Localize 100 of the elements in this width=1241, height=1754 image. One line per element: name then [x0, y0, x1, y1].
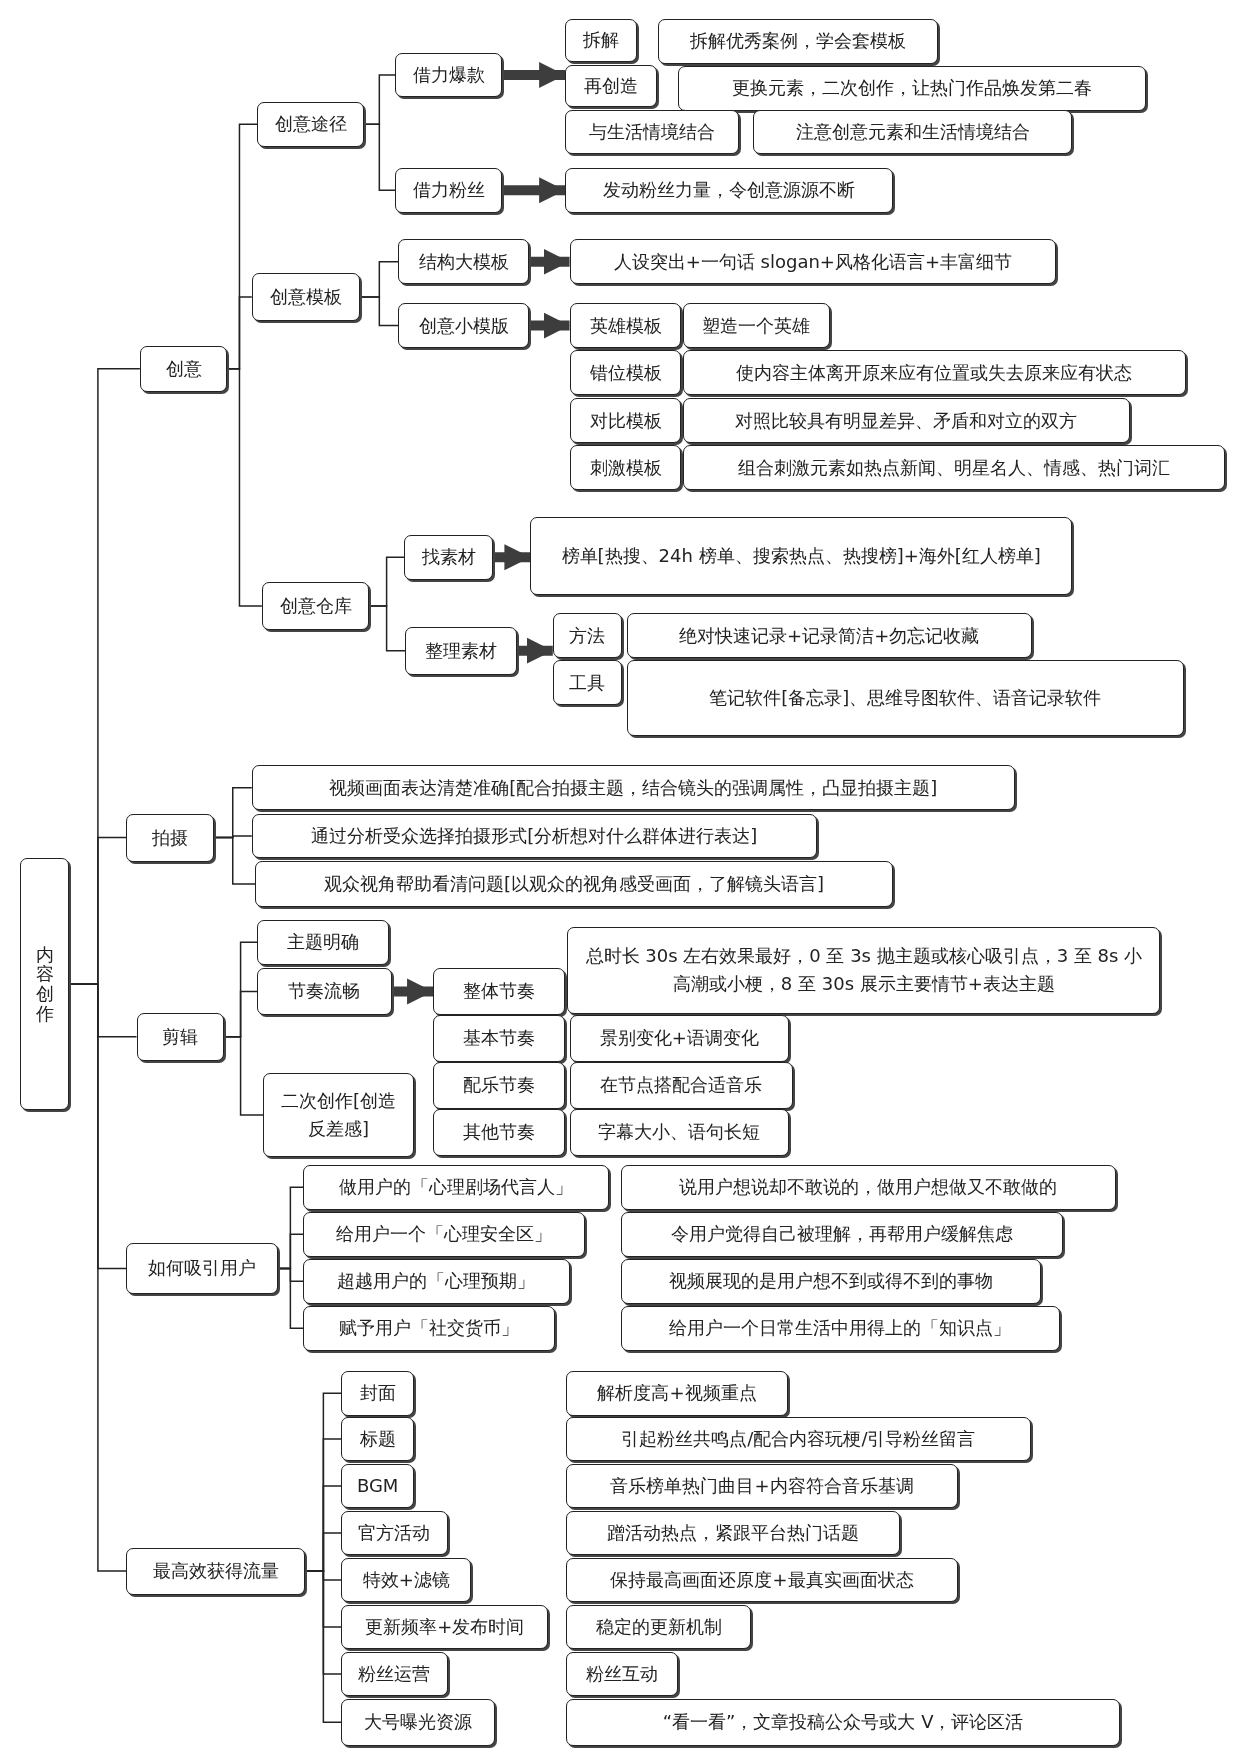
topic-box	[251, 813, 817, 859]
topic-box	[567, 926, 1161, 1014]
topic-text: 拆解	[582, 28, 619, 53]
topic-text: 封面	[359, 1381, 396, 1406]
topic-text: 粉丝运营	[358, 1662, 431, 1687]
topic-text: 音乐榜单热门曲目+内容符合音乐基调	[610, 1474, 914, 1499]
topic-text: 更换元素，二次创作，让热门作品焕发第二春	[731, 76, 1092, 101]
topic-box	[657, 19, 938, 64]
topic-text: 保持最高画面还原度+最真实画面状态	[610, 1568, 914, 1593]
topic-box	[341, 1651, 448, 1697]
topic-text: 内容创作	[35, 944, 54, 1024]
topic-text: 官方活动	[358, 1521, 431, 1546]
topic-box	[566, 1416, 1031, 1462]
topic-box	[566, 1604, 751, 1650]
topic-text: 拆解优秀案例，学会套模板	[689, 29, 906, 54]
topic-box	[566, 1651, 679, 1697]
topic-box	[626, 660, 1184, 737]
topic-box	[257, 919, 390, 965]
topic-text: 赋予用户「社交货币」	[339, 1316, 520, 1341]
topic-text: 基本节奏	[463, 1026, 536, 1051]
bracket-line	[68, 983, 128, 1572]
block-arrow	[502, 177, 566, 204]
topic-text: 创意	[165, 356, 202, 381]
topic-text: 解析度高+视频重点	[597, 1381, 757, 1406]
topic-box	[341, 1463, 414, 1509]
topic-text: 做用户的「心理剧场代言人」	[338, 1175, 573, 1200]
topic-text: 再创造	[583, 74, 638, 99]
topic-text: 配乐节奏	[463, 1073, 536, 1098]
topic-box	[251, 765, 1015, 811]
topic-text: 绝对快速记录+记录简洁+勿忘记收藏	[679, 623, 980, 648]
topic-box	[566, 1463, 958, 1509]
topic-box	[341, 1604, 549, 1650]
topic-text: 方法	[569, 623, 606, 648]
topic-box	[566, 1370, 788, 1416]
topic-box	[565, 109, 739, 155]
topic-text: 景别变化+语调变化	[599, 1026, 759, 1051]
topic-box	[139, 345, 228, 392]
topic-text: 稳定的更新机制	[595, 1615, 722, 1640]
topic-text: 组合刺激元素如热点新闻、明星名人、情感、热门词汇	[737, 455, 1170, 480]
topic-text: 注意创意元素和生活情境结合	[795, 120, 1030, 145]
topic-box	[341, 1416, 414, 1462]
topic-text: 创意小模版	[418, 313, 509, 338]
topic-box	[257, 101, 364, 147]
topic-text: 粉丝互动	[586, 1662, 659, 1687]
topic-box	[261, 581, 370, 630]
topic-text: 给用户一个「心理安全区」	[336, 1222, 553, 1247]
topic-box	[678, 66, 1146, 111]
topic-box	[403, 534, 494, 580]
topic-text: 视频展现的是用户想不到或得不到的事物	[668, 1269, 993, 1294]
topic-box	[530, 516, 1072, 596]
topic-box	[126, 813, 214, 862]
topic-box	[262, 1073, 414, 1158]
topic-box	[569, 350, 682, 395]
topic-text: 整理素材	[425, 638, 497, 663]
topic-box	[303, 1211, 586, 1257]
topic-text: 借力爆款	[412, 63, 485, 87]
topic-text: 在节点搭配合适音乐	[600, 1073, 763, 1098]
topic-box	[255, 860, 893, 908]
topic-box	[433, 1061, 566, 1109]
topic-text: 与生活情境结合	[588, 120, 715, 145]
topic-box	[257, 967, 392, 1015]
topic-text: 人设突出+一句话 slogan+风格化语言+丰富细节	[613, 249, 1013, 274]
topic-box	[565, 64, 657, 108]
topic-text: 观众视角帮助看清问题[以观众的视角感受画面，了解镜头语言]	[324, 872, 825, 897]
block-arrow	[516, 637, 553, 664]
topic-text: 二次创作[创造反差感]	[279, 1089, 397, 1142]
topic-box	[433, 1014, 566, 1062]
topic-box	[303, 1258, 570, 1304]
topic-box	[565, 167, 893, 213]
topic-box	[126, 1243, 278, 1294]
topic-box	[682, 398, 1131, 444]
topic-box	[341, 1698, 495, 1746]
topic-text: 其他节奏	[463, 1120, 536, 1145]
topic-text: 说用户想说却不敢说的，做用户想做又不敢做的	[679, 1175, 1058, 1200]
topic-box	[569, 1108, 789, 1156]
topic-box	[569, 1061, 794, 1109]
topic-text: 特效+滤镜	[362, 1568, 450, 1593]
topic-text: 创意模板	[270, 285, 343, 310]
topic-text: 主题明确	[287, 930, 360, 955]
topic-box	[566, 1557, 958, 1603]
block-arrow	[493, 544, 531, 571]
topic-box	[565, 19, 637, 62]
topic-box	[621, 1164, 1116, 1210]
topic-text: 对比模板	[589, 408, 662, 433]
topic-text: 创意途径	[274, 112, 347, 137]
bracket-line	[304, 1570, 343, 1723]
topic-text: 总时长 30s 左右效果最好，0 至 3s 抛主题或核心吸引点，3 至 8s 小高潮或小梗，8 至 30s 展示主要情节+表达主题	[584, 944, 1144, 997]
topic-box	[395, 167, 503, 213]
topic-box	[552, 613, 623, 658]
topic-text: 大号曝光资源	[363, 1710, 472, 1735]
topic-text: 塑造一个英雄	[702, 313, 811, 338]
topic-box	[251, 273, 361, 322]
topic-text: 蹭活动热点，紧跟平台热门话题	[606, 1521, 859, 1546]
block-arrow	[529, 248, 570, 275]
topic-text: 最高效获得流量	[152, 1559, 279, 1584]
topic-text: 找素材	[421, 545, 476, 570]
topic-box	[621, 1305, 1060, 1351]
topic-box	[398, 303, 530, 348]
topic-text: 令用户觉得自己被理解，再帮用户缓解焦虑	[671, 1222, 1014, 1247]
topic-box	[682, 303, 831, 348]
